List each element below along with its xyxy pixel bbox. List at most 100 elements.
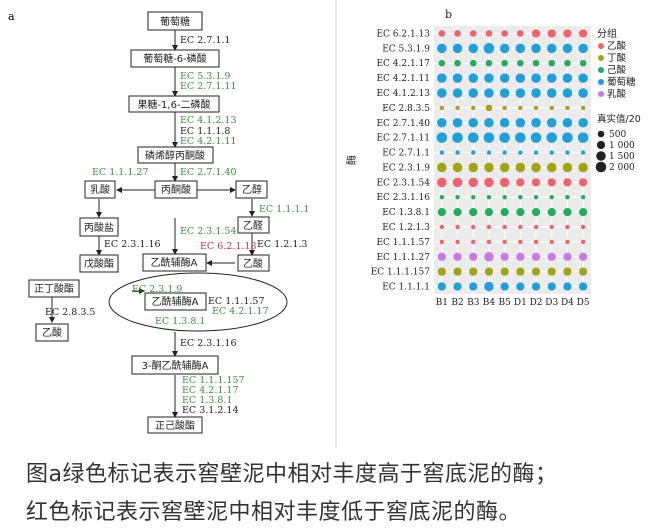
data-point (518, 150, 523, 155)
legend-item-label: 丁酸 (607, 52, 627, 64)
data-point (580, 224, 586, 230)
data-point (563, 267, 572, 276)
data-point (580, 195, 586, 200)
node-boxes (28, 11, 270, 434)
y-tick-label: EC 2.3.1.16 (376, 193, 430, 203)
data-point (484, 281, 494, 292)
data-point (531, 267, 541, 276)
data-point (547, 207, 556, 217)
data-point (455, 150, 460, 155)
data-point (531, 73, 541, 83)
x-tick-label: D4 (561, 298, 574, 308)
data-point (469, 207, 478, 217)
data-point (580, 105, 586, 111)
legend-item-label: 乙酸 (607, 40, 627, 52)
data-point (563, 29, 572, 38)
figure-caption: 图a绿色标记表示窖壁泥中相对丰度高于窖底泥的酶； 红色标记表示窖壁泥中相对丰度低… (0, 448, 662, 530)
data-point (436, 132, 448, 143)
data-point (562, 73, 573, 83)
plot-background (434, 26, 591, 294)
ec-label: EC 1.2.1.3 (257, 239, 307, 250)
x-tick-label: B5 (498, 298, 511, 308)
data-point (438, 30, 446, 37)
x-tick-label: D2 (530, 298, 543, 308)
data-point (437, 73, 447, 83)
size-legend-label: 1 500 (609, 152, 635, 162)
ec-label: EC 1.1.1.27 (92, 167, 149, 178)
data-point (549, 224, 554, 230)
node-butanoic: 正丁酸酯 (34, 282, 74, 295)
data-point (546, 43, 557, 54)
data-point (531, 29, 541, 38)
y-tick-label: EC 2.7.1.40 (376, 119, 430, 129)
data-point (500, 252, 509, 261)
data-point (547, 252, 556, 261)
data-point (453, 207, 462, 217)
size-legend-label: 2 000 (609, 163, 635, 173)
data-point (563, 252, 572, 261)
data-point (578, 73, 588, 83)
data-point (547, 178, 556, 187)
y-tick-label: EC 4.2.1.17 (376, 59, 430, 69)
y-tick-label: EC 2.7.1.1 (382, 149, 430, 159)
data-point (563, 178, 572, 187)
data-point (547, 282, 556, 291)
y-tick-label: EC 6.2.1.13 (376, 29, 430, 39)
data-point (484, 73, 494, 83)
data-point (533, 105, 539, 111)
data-point (499, 132, 510, 143)
data-point (517, 30, 524, 37)
ec-label: EC 1.1.1.8 (180, 126, 230, 137)
data-point (484, 207, 494, 217)
data-point (439, 239, 445, 245)
y-axis-title: 酶 (345, 155, 358, 165)
x-tick-label: B3 (467, 298, 480, 308)
data-point (499, 177, 510, 188)
node-acetic: 乙酸 (243, 257, 263, 270)
data-point (439, 105, 445, 111)
legend-swatch (598, 79, 604, 85)
data-point (486, 239, 492, 245)
ec-label: EC 4.2.1.11 (180, 136, 237, 147)
x-tick-label: D5 (577, 298, 590, 308)
data-point (530, 132, 542, 143)
data-point (452, 162, 463, 173)
data-point (565, 224, 570, 230)
data-point (485, 104, 493, 112)
data-point (563, 207, 572, 217)
legend-swatch (598, 55, 604, 61)
data-point (562, 118, 573, 128)
data-point (515, 43, 526, 54)
pathway-diagram: a (8, 10, 309, 434)
x-tick-label: B4 (483, 298, 496, 308)
legend-item-label: 己酸 (607, 64, 627, 76)
size-legend-label: 500 (609, 130, 626, 140)
data-point (547, 267, 556, 276)
data-point (533, 224, 539, 230)
data-point (468, 162, 479, 173)
data-point (468, 73, 479, 83)
data-point (579, 267, 588, 276)
data-point (580, 239, 586, 245)
data-point (533, 150, 539, 155)
data-point (499, 162, 510, 173)
data-point (547, 29, 556, 38)
ec-label: EC 2.3.1.16 (104, 239, 161, 250)
ec-label: EC 2.7.1.1 (180, 35, 230, 46)
data-point (471, 195, 476, 200)
data-point (579, 59, 587, 67)
ec-label: EC 1.1.1.1 (259, 204, 309, 215)
legend-swatch (598, 43, 604, 49)
ec-label: EC 6.2.1.13 (200, 241, 257, 252)
data-point (485, 59, 493, 67)
y-tick-label: EC 2.3.1.54 (376, 178, 430, 188)
data-point (515, 162, 526, 173)
data-point (437, 118, 447, 128)
legend-item-label: 葡萄糖 (607, 76, 636, 88)
data-point (484, 118, 494, 128)
data-point (453, 252, 462, 261)
data-point (437, 252, 446, 261)
data-point (471, 105, 476, 111)
data-point (467, 132, 479, 143)
